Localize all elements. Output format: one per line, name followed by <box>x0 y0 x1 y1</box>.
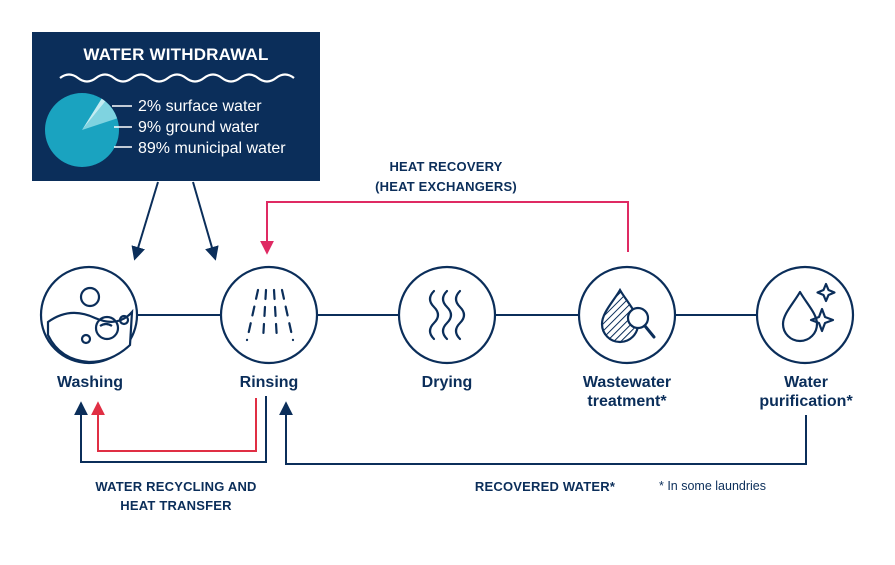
withdrawal-title: WATER WITHDRAWAL <box>83 45 268 64</box>
stage-label-washing: Washing <box>57 374 123 391</box>
rinse-spray-icon <box>245 288 295 342</box>
stage-drying: Drying <box>397 265 497 391</box>
stage-label-wastewater-line2: treatment* <box>587 393 667 410</box>
washing-machine-bubbles-icon <box>46 286 134 364</box>
water-drop-magnifier-icon <box>600 287 656 344</box>
heat-recovery-arrow <box>260 201 629 255</box>
recovered-water-label: RECOVERED WATER* <box>475 479 616 494</box>
stage-label-rinsing: Rinsing <box>240 374 299 391</box>
stage-label-purification-line2: purification* <box>759 393 853 410</box>
withdrawal-to-rinsing-arrow <box>192 181 219 261</box>
stage-washing: Washing <box>39 265 139 391</box>
legend-ground: 9% ground water <box>138 119 260 136</box>
legend-municipal: 89% municipal water <box>138 140 286 157</box>
recycling-navy-arrow <box>74 396 267 463</box>
stage-label-purification-line1: Water <box>784 374 828 391</box>
stage-water-purification: Water purification* <box>755 265 855 410</box>
recycling-label-line1: WATER RECYCLING AND <box>95 479 256 494</box>
recovered-water-arrow <box>279 401 807 465</box>
stage-label-wastewater-line1: Wastewater <box>583 374 671 391</box>
drying-circle <box>397 265 497 365</box>
legend-surface: 2% surface water <box>138 98 262 115</box>
rinsing-circle <box>219 265 319 365</box>
withdrawal-to-washing-arrow <box>131 181 159 261</box>
water-withdrawal-panel: WATER WITHDRAWAL 2% surface water 9% gro… <box>32 32 320 181</box>
stage-rinsing: Rinsing <box>219 265 319 391</box>
stage-wastewater-treatment: Wastewater treatment* <box>577 265 677 410</box>
pie-slice-ground <box>82 101 118 130</box>
pie-slice-surface <box>82 98 106 130</box>
heat-recovery-label-line1: HEAT RECOVERY <box>389 159 502 174</box>
heat-recovery-label-line2: (HEAT EXCHANGERS) <box>375 179 517 194</box>
heat-waves-icon <box>428 289 466 341</box>
purification-circle <box>755 265 855 365</box>
footnote: * In some laundries <box>659 479 766 493</box>
recycling-label-line2: HEAT TRANSFER <box>120 498 232 513</box>
stage-label-drying: Drying <box>422 374 473 391</box>
water-wave-icon <box>59 73 295 83</box>
recycling-red-arrow <box>91 398 257 452</box>
sparkling-drop-icon <box>781 282 836 343</box>
withdrawal-pie-chart <box>45 93 119 167</box>
